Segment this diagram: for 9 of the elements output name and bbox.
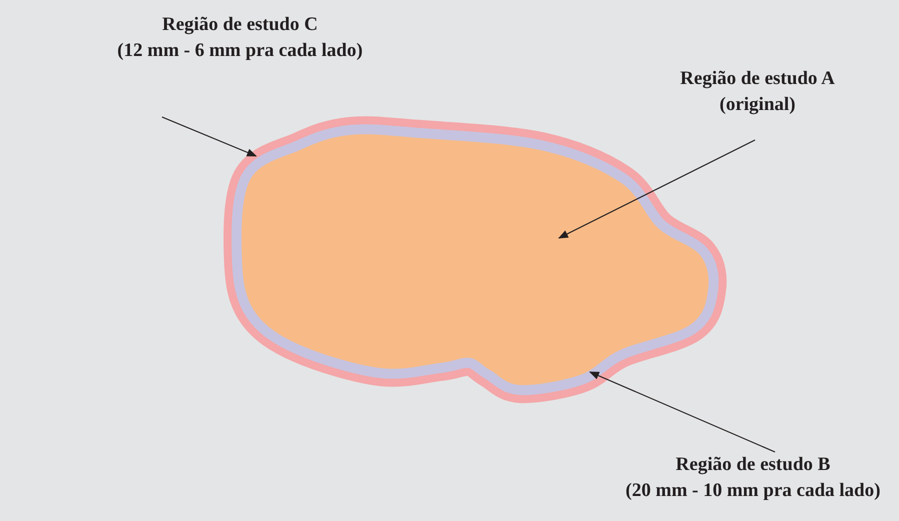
region-label: Região de estudo B — [676, 453, 830, 477]
region-label: (12 mm - 6 mm pra cada lado) — [117, 39, 363, 63]
region-label: Região de estudo A — [680, 67, 835, 91]
region-label: (20 mm - 10 mm pra cada lado) — [626, 479, 880, 503]
region-label: Região de estudo C — [162, 13, 318, 37]
leader-arrow — [589, 372, 776, 452]
leader-arrow — [162, 116, 257, 156]
region-label: (original) — [720, 93, 796, 117]
leader-arrow — [558, 140, 756, 238]
